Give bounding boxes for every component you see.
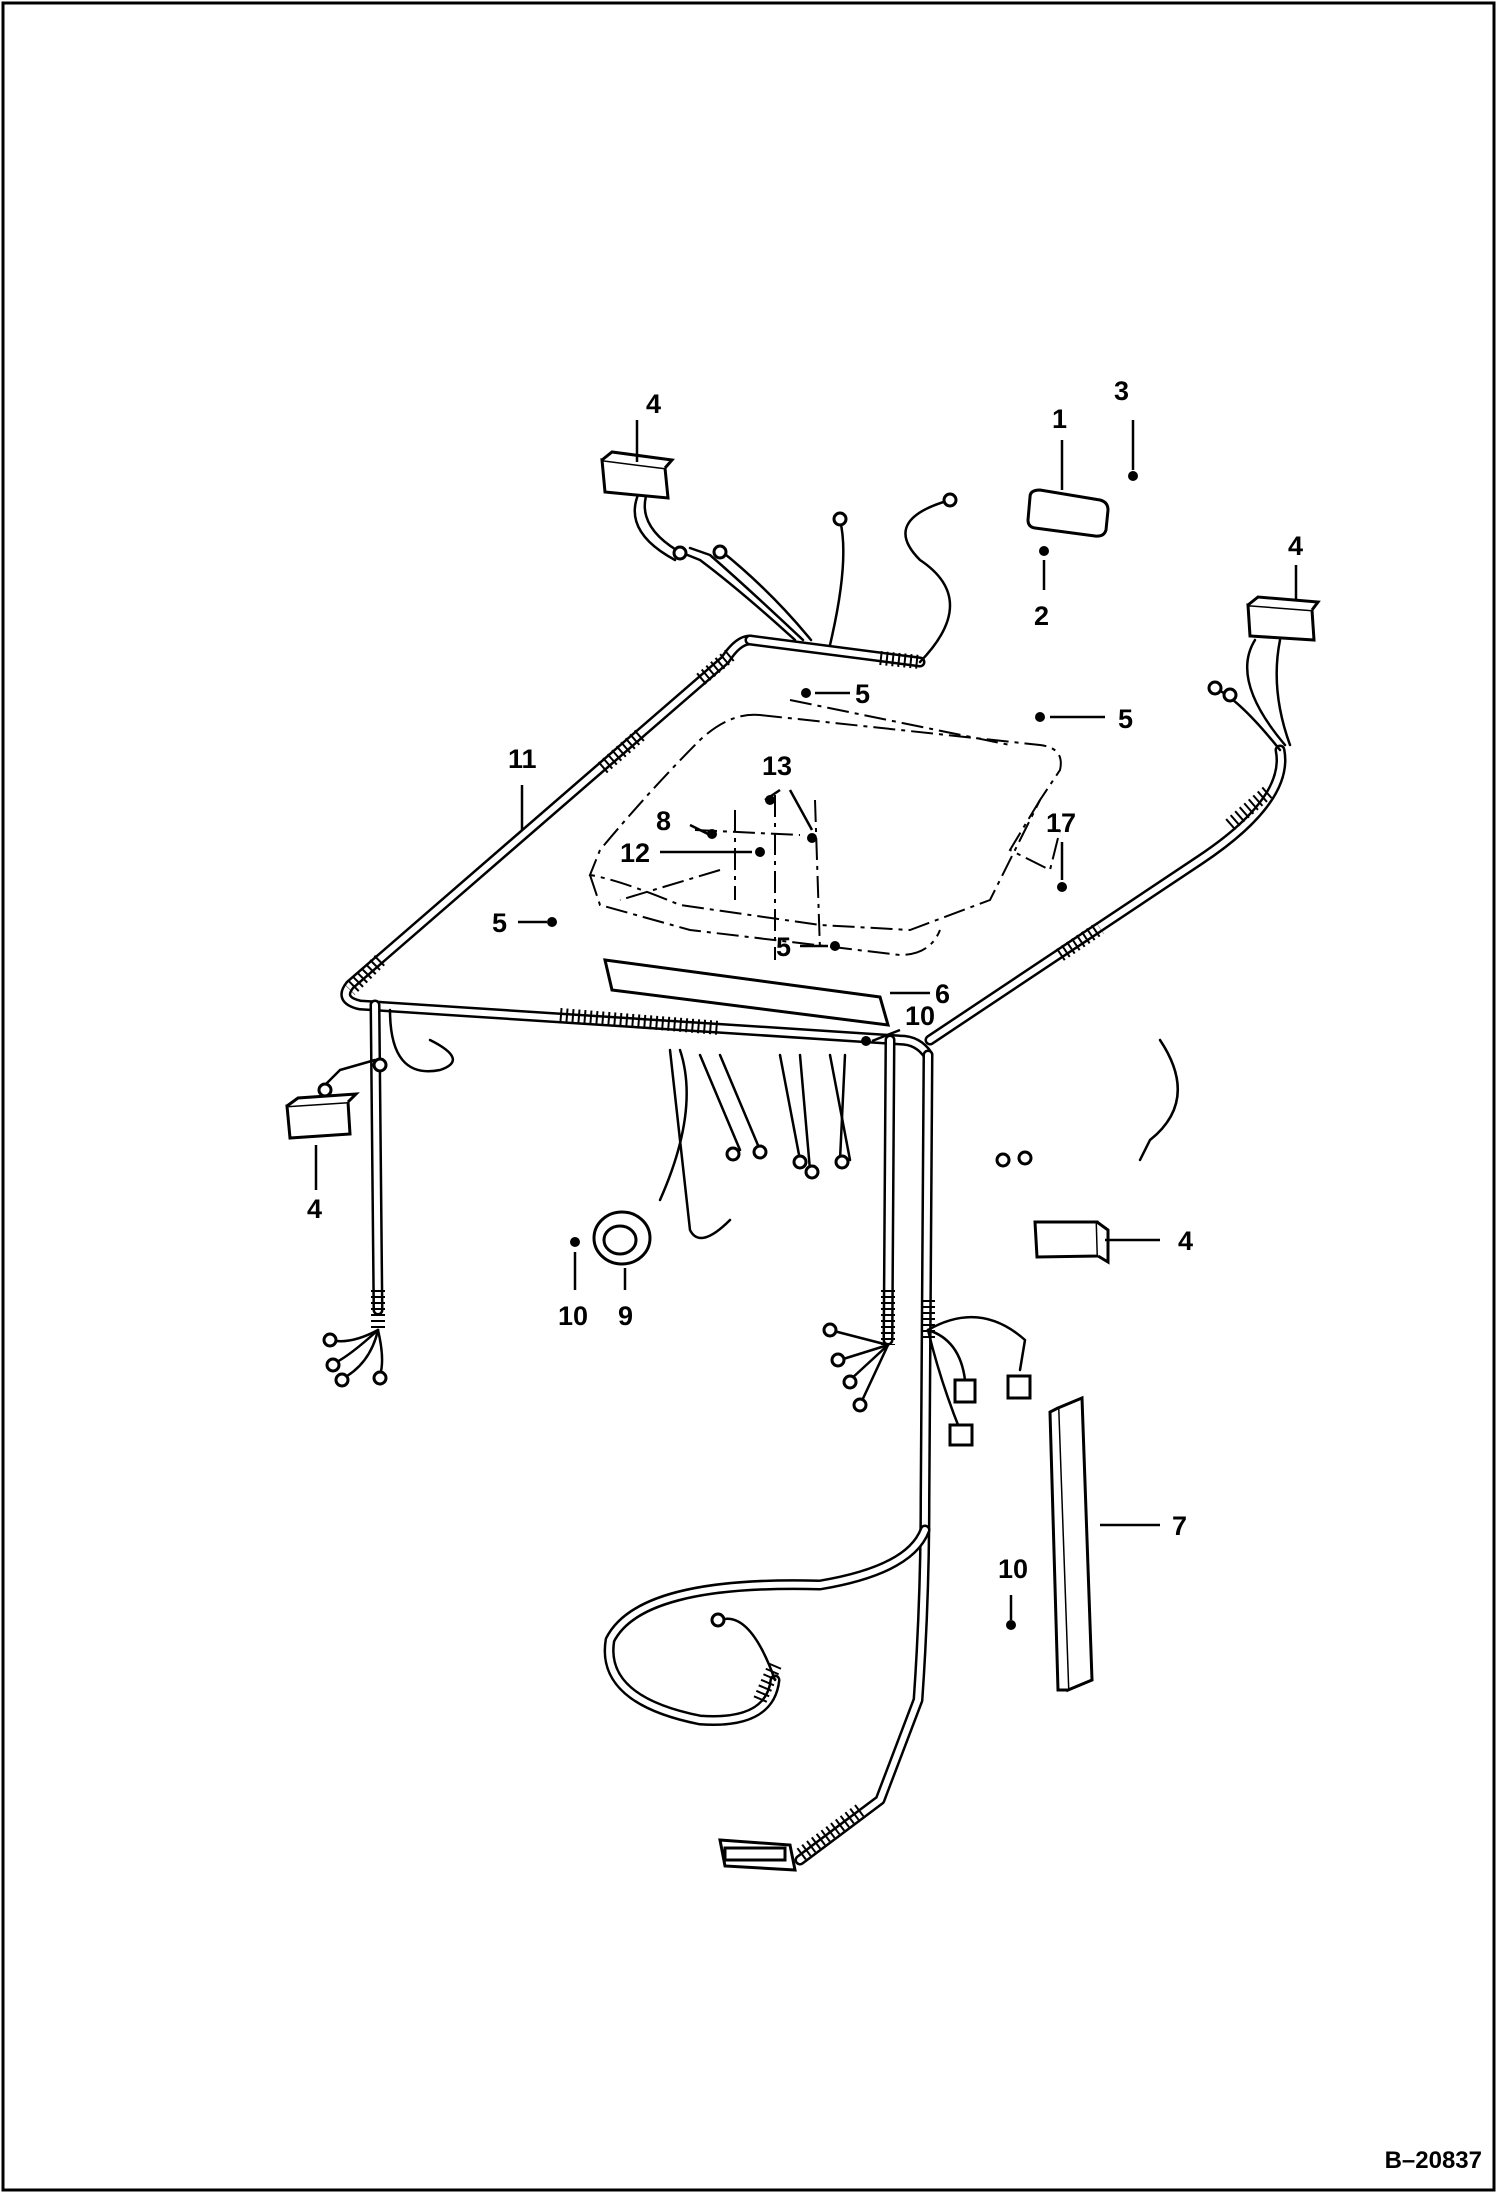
callout-12: 12 (620, 838, 650, 868)
document-id: B–20837 (1385, 2147, 1482, 2174)
leader-lines (314, 420, 1298, 1620)
bracket (1048, 1395, 1094, 1693)
callout-3: 3 (1114, 376, 1129, 406)
callout-6: 6 (935, 979, 950, 1009)
callout-13: 13 (762, 751, 792, 781)
callout-1: 1 (1052, 404, 1067, 434)
callout-4-top-right: 4 (1288, 531, 1303, 561)
callout-5-left: 5 (492, 908, 507, 938)
callout-10-left: 10 (558, 1301, 588, 1331)
callout-17: 17 (1046, 808, 1076, 838)
callout-4-right: 4 (1178, 1226, 1193, 1256)
callout-5-top: 5 (855, 679, 870, 709)
callout-11: 11 (508, 744, 537, 774)
callouts: 1 2 3 4 4 4 4 5 5 5 5 6 7 8 9 10 10 10 1… (307, 376, 1303, 1584)
fasteners (547, 471, 1138, 1630)
callout-7: 7 (1172, 1511, 1187, 1541)
callout-5-right: 5 (1118, 704, 1133, 734)
dome-light (1026, 488, 1110, 538)
lamp-housing-top-right (1246, 595, 1321, 642)
callout-4-top-left: 4 (646, 389, 661, 419)
callout-8: 8 (656, 806, 671, 836)
connector-tips (317, 492, 1238, 1628)
callout-9: 9 (618, 1301, 633, 1331)
callout-2: 2 (1034, 601, 1049, 631)
bottom-connector (718, 1838, 797, 1872)
callout-4-left: 4 (307, 1194, 322, 1224)
lamp-switch (592, 1210, 652, 1266)
callout-5-center: 5 (776, 932, 791, 962)
main-harness (340, 634, 1287, 1866)
callout-10-top: 10 (905, 1001, 935, 1031)
cover-panel (603, 958, 891, 1027)
callout-10-bottom: 10 (998, 1554, 1028, 1584)
lamp-housing-right (1033, 1220, 1110, 1265)
lamp-housing-left (285, 1092, 360, 1140)
wire-bundles (318, 468, 1292, 1682)
